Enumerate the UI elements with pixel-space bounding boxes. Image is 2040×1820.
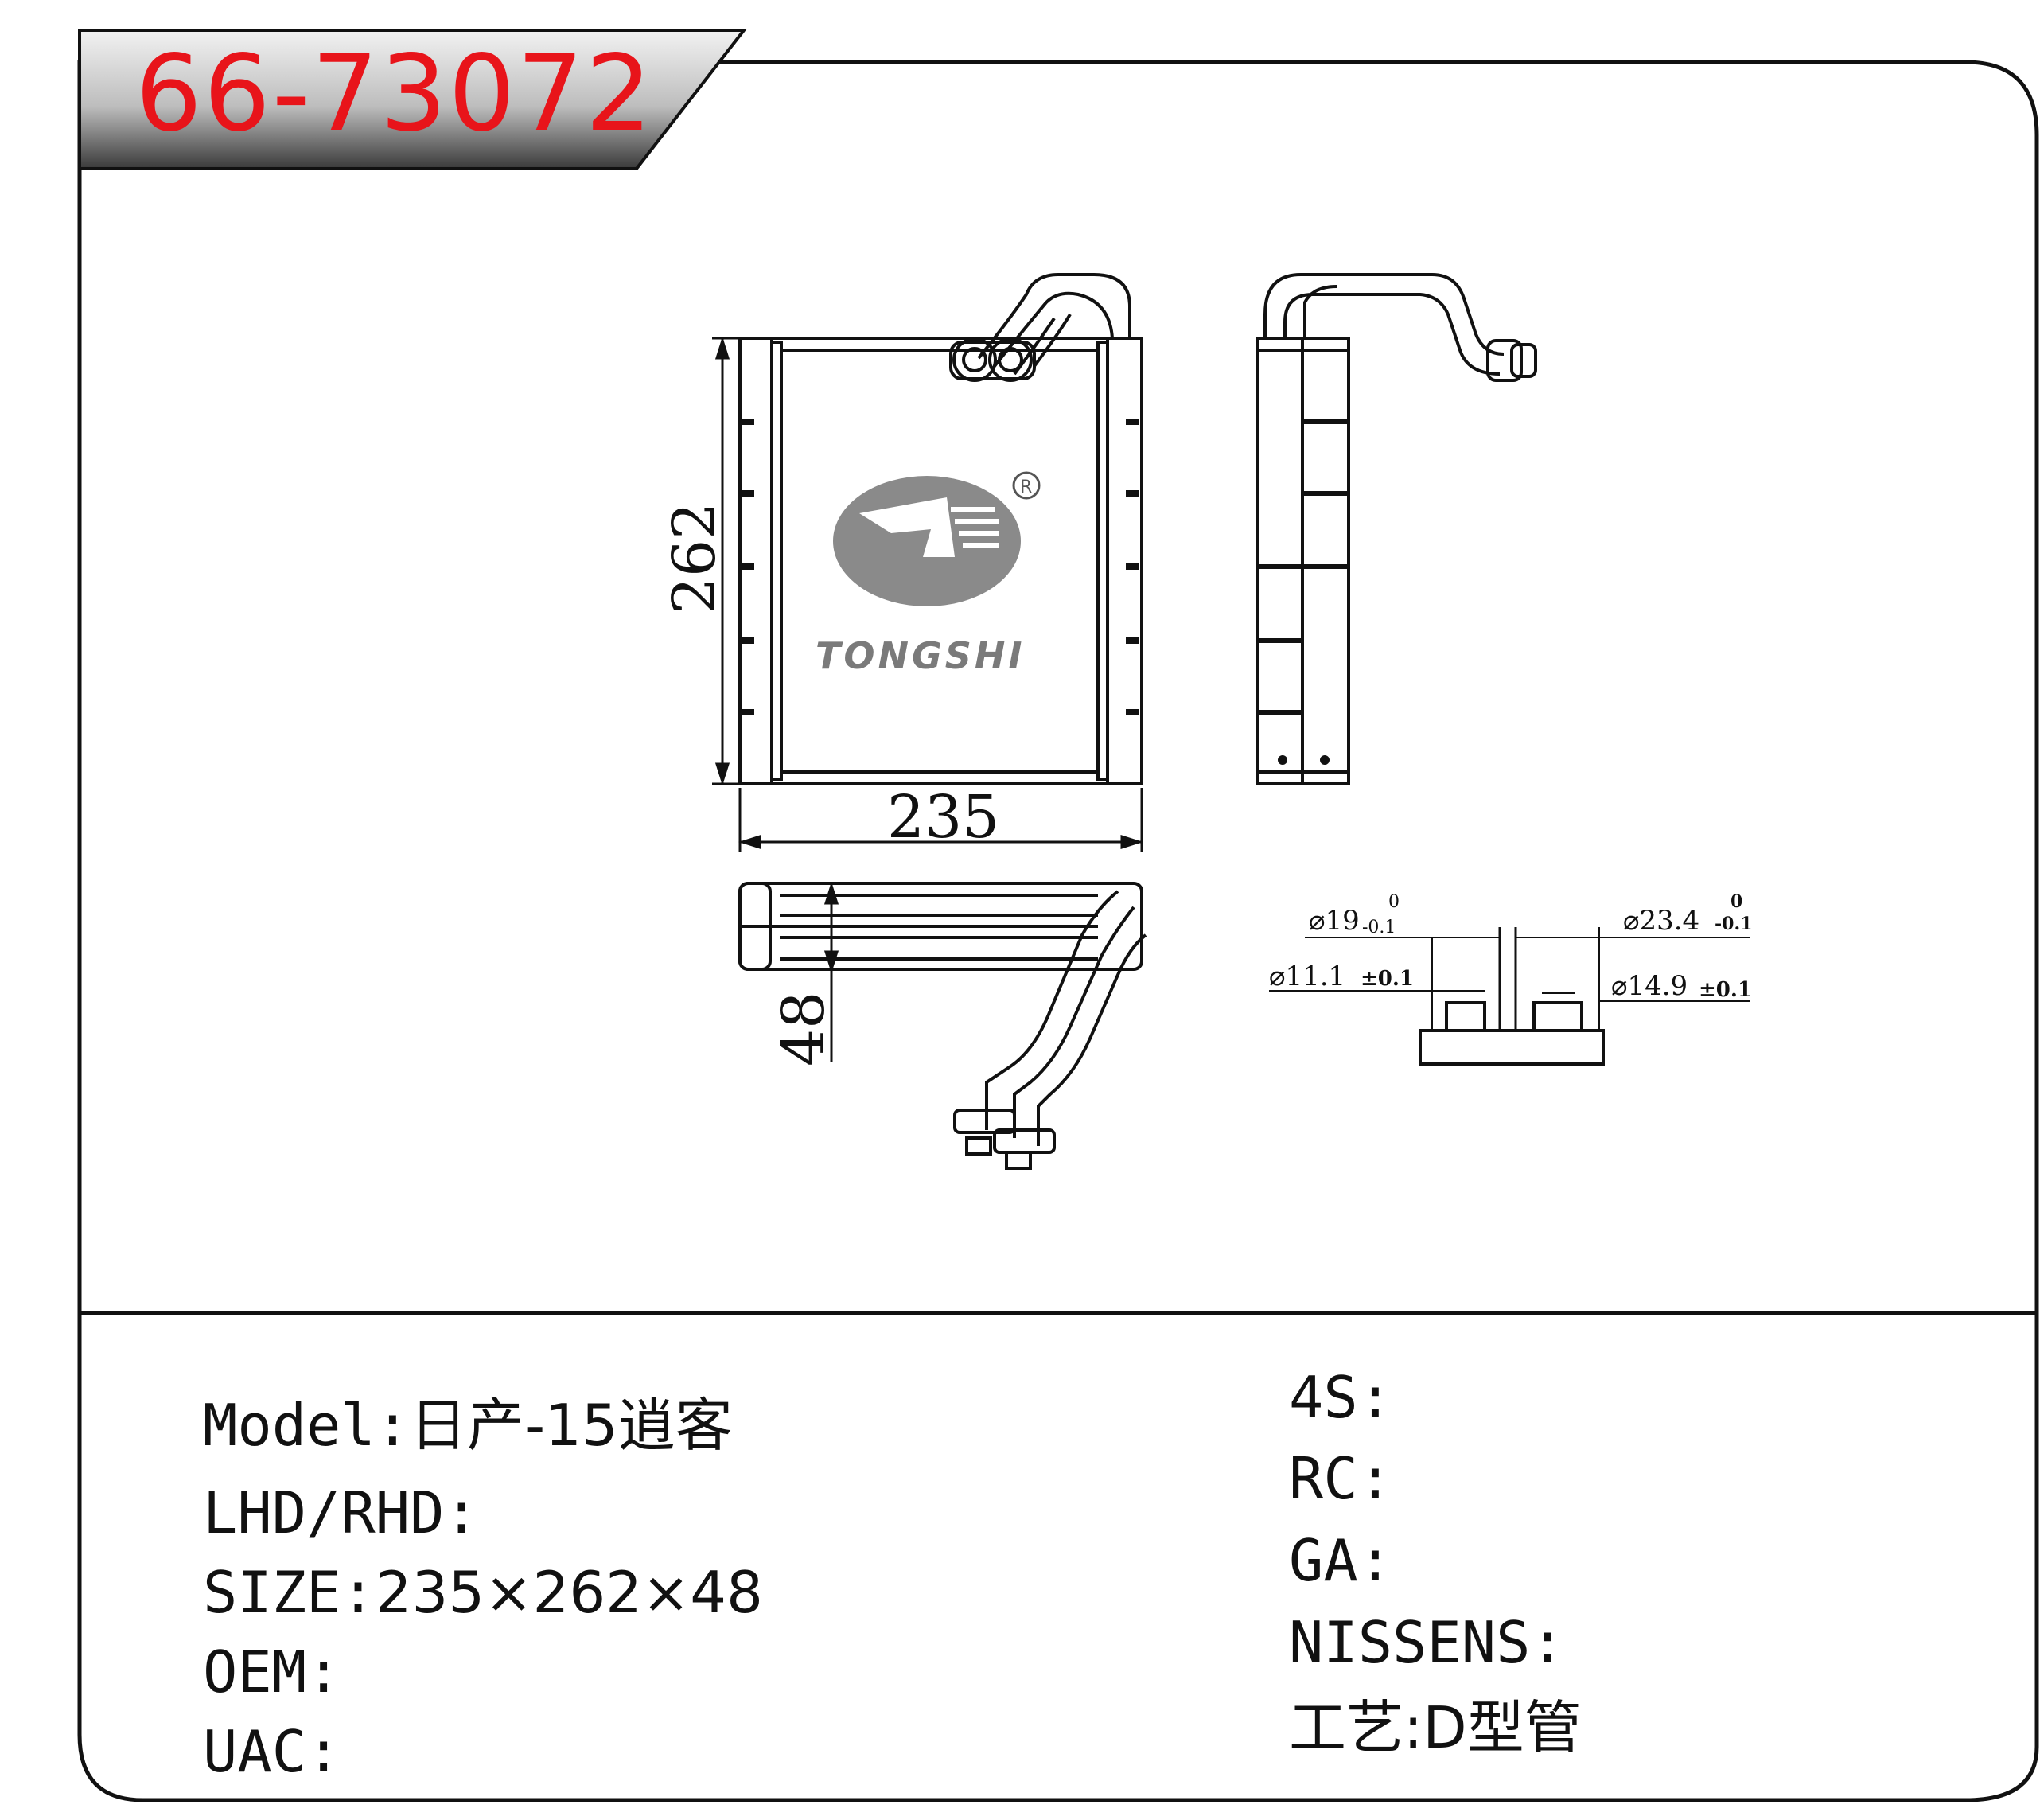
- spec-oem: OEM:: [203, 1643, 341, 1701]
- spec-rc: RC:: [1289, 1450, 1392, 1507]
- outer-left-tol-upper: 0: [1388, 892, 1400, 912]
- outer-right-tol-upper: 0: [1730, 891, 1742, 912]
- spec-process-label: 工艺:: [1289, 1694, 1423, 1761]
- spec-size-label: SIZE:: [203, 1559, 376, 1626]
- part-number-tag: [78, 29, 748, 170]
- side-view: [1256, 273, 1537, 785]
- height-dimension-label: 262: [660, 502, 729, 614]
- spec-lhd-rhd: LHD/RHD:: [203, 1484, 479, 1541]
- front-view: [738, 273, 1143, 785]
- width-dimension-label: 235: [887, 783, 999, 852]
- inner-right-tolerance: ±0.1: [1699, 978, 1752, 1002]
- registered-mark: R: [1020, 477, 1032, 497]
- inner-left-tolerance: ±0.1: [1361, 967, 1414, 991]
- depth-dimension-label: 48: [769, 992, 838, 1066]
- outer-frame: [77, 60, 2039, 1802]
- outer-left-diameter: ⌀19: [1309, 905, 1360, 937]
- outer-left-tol-lower: -0.1: [1362, 918, 1396, 937]
- spec-uac: UAC:: [203, 1723, 341, 1780]
- spec-4s-label: 4S:: [1289, 1364, 1393, 1431]
- spec-oem-label: OEM:: [203, 1639, 341, 1705]
- inner-right-diameter: ⌀14.9: [1611, 970, 1688, 1002]
- spec-model: Model:日产-15逍客: [203, 1397, 733, 1454]
- spec-ga-label: GA:: [1289, 1527, 1393, 1594]
- spec-process-value: D型管: [1423, 1694, 1582, 1761]
- front-dimensions: [712, 337, 1143, 852]
- spec-size-value: 235×262×48: [375, 1559, 763, 1626]
- outer-right-tol-lower: -0.1: [1715, 914, 1752, 934]
- spec-lhd-rhd-label: LHD/RHD:: [203, 1479, 479, 1546]
- spec-nissens: NISSENS:: [1289, 1614, 1565, 1671]
- spec-size: SIZE:235×262×48: [203, 1564, 763, 1621]
- depth-dimension: [823, 882, 839, 1062]
- outer-right-diameter: ⌀23.4: [1623, 905, 1699, 937]
- brand-name: TONGSHI: [816, 634, 1025, 677]
- spec-ga: GA:: [1289, 1532, 1392, 1589]
- spec-model-value: 日产-15逍客: [410, 1392, 733, 1459]
- spec-rc-label: RC:: [1289, 1445, 1393, 1512]
- spec-nissens-label: NISSENS:: [1289, 1609, 1565, 1676]
- spec-process: 工艺:D型管: [1289, 1699, 1582, 1756]
- top-view: [738, 882, 1147, 1170]
- spec-uac-label: UAC:: [203, 1718, 341, 1785]
- fitting-detail: [1269, 927, 1750, 1066]
- part-number: 66-73072: [135, 33, 654, 155]
- inner-left-diameter: ⌀11.1: [1269, 961, 1345, 992]
- spec-4s: 4S:: [1289, 1369, 1392, 1426]
- tongshi-logo: R TONGSHI: [816, 471, 1041, 677]
- spec-model-label: Model:: [203, 1392, 411, 1459]
